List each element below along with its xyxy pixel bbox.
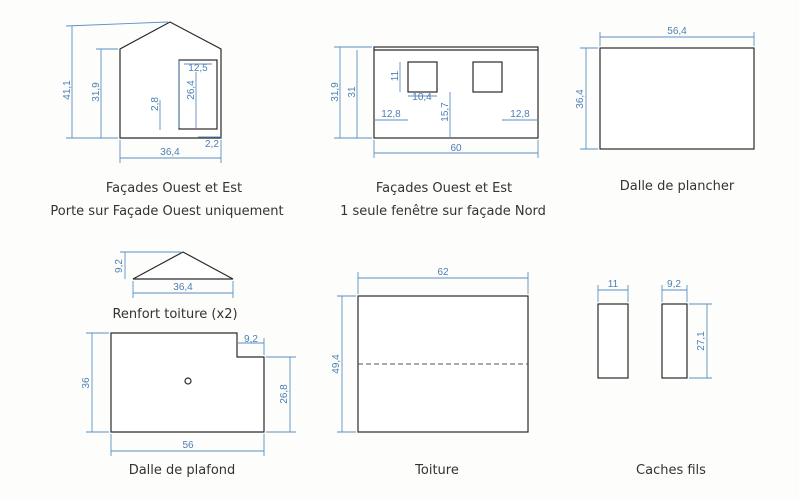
dim-floor-width: 56,4: [667, 26, 687, 37]
dim-ceiling-side: 26,8: [279, 384, 290, 404]
facade-north-south-panel: 31,9 31 11 10,4 12,8 15,7 12,8 60 Façade…: [330, 46, 546, 219]
roof-brace-panel: 9,2 36,4 Renfort toiture (x2): [112, 251, 238, 322]
dim-cover-height: 27,1: [696, 331, 707, 351]
roof-brace-dimension-lines: [120, 251, 234, 298]
caption-floor-slab: Dalle de plancher: [620, 179, 735, 194]
dim-window-base: 15,7: [440, 102, 451, 122]
dim-door-offset: 2,8: [150, 97, 161, 111]
caption-facade-ne-2: 1 seule fenêtre sur façade Nord: [340, 204, 546, 219]
dim-door-side: 2,2: [205, 139, 219, 150]
dim-ceiling-notch: 9,2: [244, 334, 258, 345]
dim-total-height: 41,1: [62, 80, 73, 100]
dim-left-margin: 12,8: [381, 109, 401, 120]
long-wall-dimension-lines: [334, 46, 539, 158]
dim-window-width: 10,4: [412, 92, 432, 103]
dim-roof-width: 62: [437, 267, 449, 278]
floor-slab-dimension-lines: [580, 32, 755, 150]
cable-covers-dimension-lines: [597, 285, 712, 379]
dim-ceiling-height: 36: [81, 377, 92, 389]
caption-cable-covers: Caches fils: [636, 463, 706, 478]
ceiling-slab-dimension-lines: [86, 332, 296, 456]
dim-floor-depth: 36,4: [575, 89, 586, 109]
roof-panel: 62 49,4 Toiture: [331, 267, 529, 478]
dim-door-width: 12,5: [188, 63, 208, 74]
ceiling-slab-panel: 9,2 36 26,8 56 Dalle de plafond: [81, 332, 296, 478]
cable-covers-panel: 11 9,2 27,1 Caches fils: [597, 279, 712, 478]
roof-dimension-lines: [337, 272, 529, 433]
floor-slab-outline: [599, 47, 755, 150]
dim-right-margin: 12,8: [510, 109, 530, 120]
dim-cover-b-width: 9,2: [667, 279, 681, 290]
dim-brace-width: 36,4: [173, 282, 193, 293]
gable-facade-outline: [119, 21, 222, 139]
ceiling-slab-outline: [110, 332, 265, 433]
window-right: [472, 61, 503, 93]
dim-inner-height: 31: [347, 86, 358, 98]
caption-roof: Toiture: [414, 463, 459, 478]
long-wall-outline: [373, 46, 539, 139]
floor-slab-panel: 56,4 36,4 Dalle de plancher: [575, 26, 755, 194]
dim-ceiling-width: 56: [182, 440, 194, 451]
caption-facade-ne-1: Façades Ouest et Est: [376, 181, 512, 196]
dim-gable-width: 36,4: [160, 147, 180, 158]
dim-roof-height: 49,4: [331, 354, 342, 374]
window-left: [407, 61, 438, 93]
gable-dimension-lines: [65, 21, 222, 163]
dim-wall-height: 31,9: [91, 82, 102, 102]
facade-west-east-panel: 41,1 31,9 2,8 26,4 12,5 2,2 36,4 Façades…: [50, 21, 284, 219]
dim-window-height: 11: [390, 70, 401, 81]
dim-door-height: 26,4: [186, 80, 197, 100]
roof-brace-outline: [132, 251, 234, 280]
caption-ceiling-slab: Dalle de plafond: [129, 463, 236, 478]
cable-cover-a: [597, 303, 629, 379]
dim-wall-length: 60: [450, 143, 462, 154]
cable-hole: [184, 377, 192, 385]
cable-cover-b: [661, 303, 688, 379]
caption-facade-oe-1: Façades Ouest et Est: [106, 181, 242, 196]
dim-cover-a-width: 11: [608, 279, 619, 290]
dim-brace-height: 9,2: [114, 259, 125, 273]
dim-outer-height: 31,9: [330, 82, 341, 102]
caption-roof-brace: Renfort toiture (x2): [112, 307, 237, 322]
caption-facade-oe-2: Porte sur Façade Ouest uniquement: [50, 204, 283, 219]
